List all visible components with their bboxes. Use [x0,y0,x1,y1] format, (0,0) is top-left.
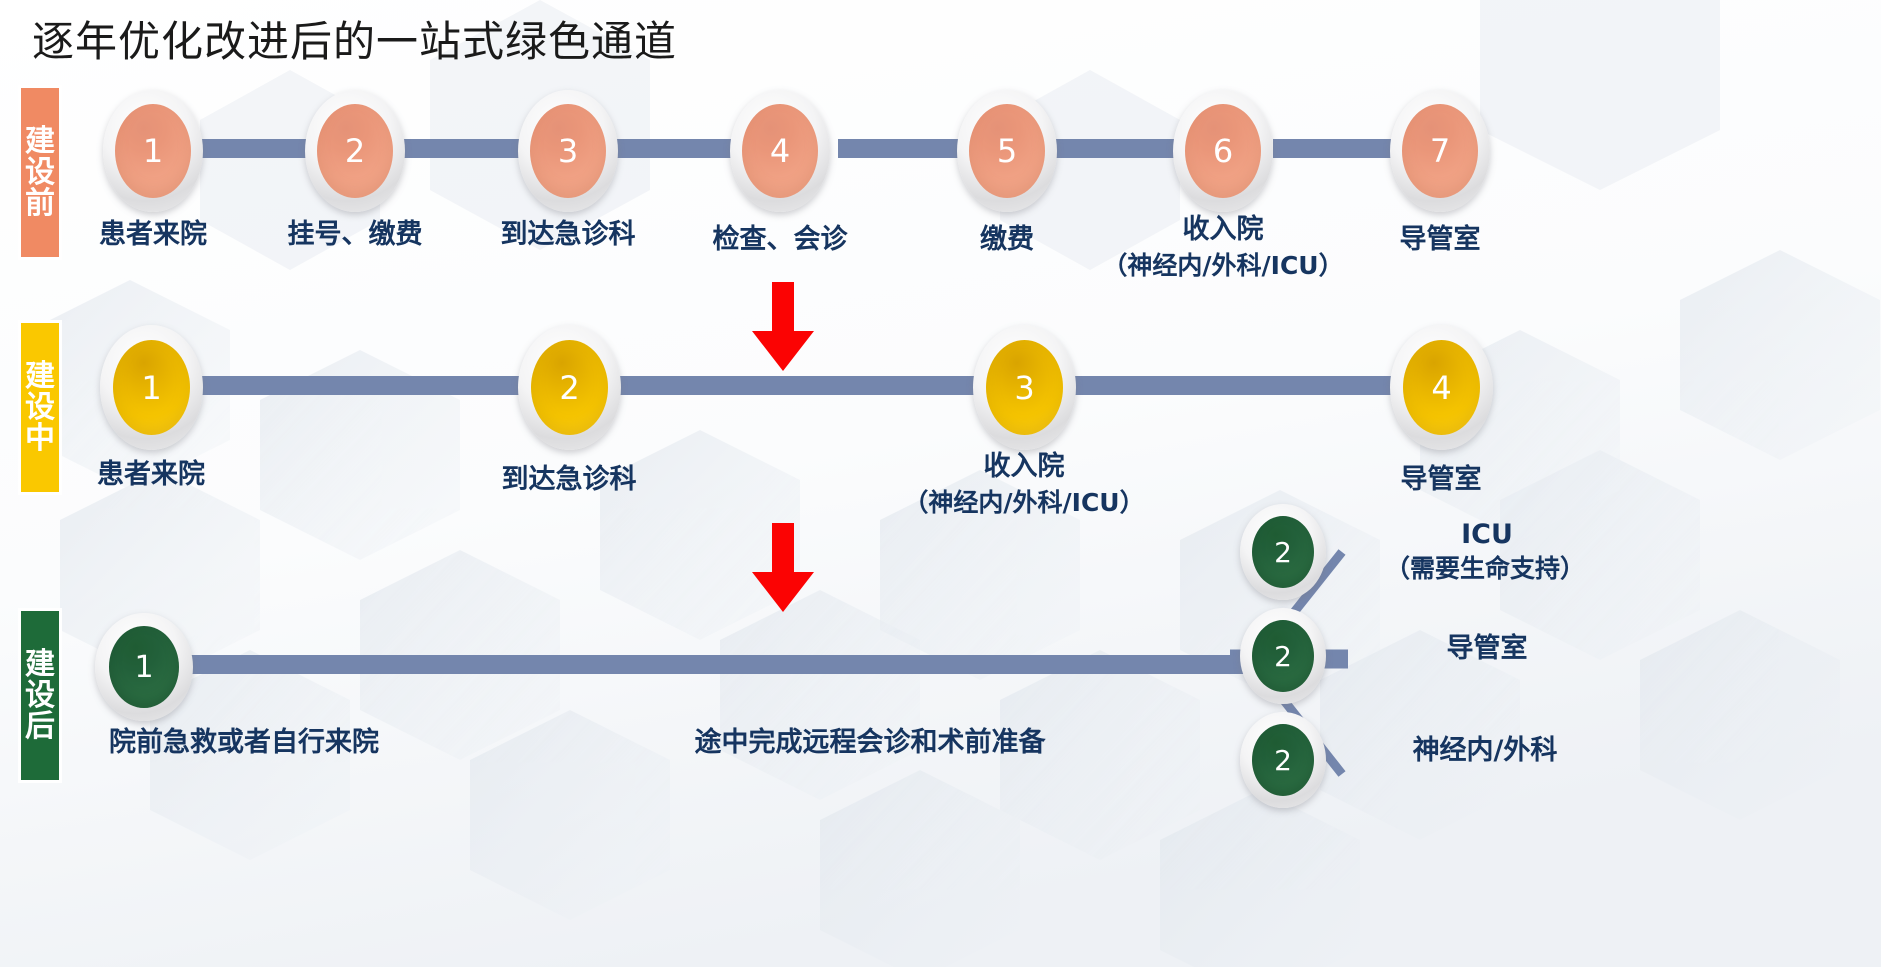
connector-during-1-2 [195,376,525,395]
step-label-during-3: 收入院 [983,451,1065,482]
node-disc: 4 [1403,340,1480,435]
step-node-before-1[interactable]: 1 [103,90,203,212]
step-label-before-6: 收入院 [1182,214,1264,245]
step-label-before-4: 检查、会诊 [712,224,848,255]
step-number-during-2: 2 [559,368,580,407]
transition-arrow-during-to-after [748,523,818,613]
node-disc: 5 [969,104,1045,198]
branch-node-after-cath[interactable]: 2 [1240,608,1326,704]
step-number-before-5: 5 [996,132,1018,170]
node-disc: 2 [1252,620,1314,692]
connector-before-1-2 [200,139,320,158]
step-node-during-1[interactable]: 1 [100,325,203,450]
phase-tab-during-char-0: 建 [25,359,55,393]
step-node-before-3[interactable]: 3 [518,90,618,212]
connector-before-4-5 [838,139,958,158]
step-node-before-2[interactable]: 2 [305,90,405,212]
step-node-during-2[interactable]: 2 [518,325,621,450]
connector-before-5-6 [1055,139,1175,158]
connector-before-6-7 [1273,139,1391,158]
node-disc: 2 [317,104,393,198]
branch-node-after-icu[interactable]: 2 [1240,504,1326,600]
step-node-during-4[interactable]: 4 [1390,325,1493,450]
step-number-before-4: 4 [769,132,791,170]
phase-tab-before-char-1: 设 [25,155,55,189]
step-label-after-1: 院前急救或者自行来院 [109,727,379,758]
connector-before-2-3 [400,139,520,158]
phase-tab-after-char-0: 建 [25,647,55,681]
step-number-after-1: 1 [134,649,154,685]
transition-arrow-before-to-during [748,282,818,372]
branch-number-after-icu: 2 [1274,535,1292,569]
phase-tab-before-char-0: 建 [25,124,55,158]
step-label-before-5: 缴费 [980,224,1034,255]
connector-before-3-4 [613,139,733,158]
branch-number-after-neuro: 2 [1274,743,1292,777]
node-disc: 4 [742,104,818,198]
node-disc: 2 [1252,516,1314,588]
node-disc: 2 [531,340,608,435]
step-node-before-7[interactable]: 7 [1390,90,1490,212]
node-disc: 1 [109,626,179,708]
node-disc: 2 [1252,724,1314,796]
connector-after-trunk [190,655,1252,674]
step-sublabel-during-3: （神经内/外科/ICU） [903,488,1145,517]
node-disc: 1 [113,340,190,435]
branch-label-after-cath: 导管室 [1446,633,1528,664]
step-label-during-1: 患者来院 [97,459,205,490]
step-number-during-3: 3 [1014,368,1035,407]
step-label-before-3: 到达急诊科 [500,219,636,250]
step-node-after-1[interactable]: 1 [95,613,193,721]
node-disc: 3 [530,104,606,198]
step-label-before-2: 挂号、缴费 [287,219,423,250]
step-number-before-1: 1 [142,132,164,170]
branch-number-after-cath: 2 [1274,639,1292,673]
step-number-during-1: 1 [141,368,162,407]
phase-tab-during-char-1: 设 [25,390,55,424]
branch-label-after-neuro: 神经内/外科 [1412,735,1558,766]
step-node-before-4[interactable]: 4 [730,90,830,212]
step-label-during-2: 到达急诊科 [501,464,637,495]
step-node-before-5[interactable]: 5 [957,90,1057,212]
step-node-during-3[interactable]: 3 [973,325,1076,450]
step-node-before-6[interactable]: 6 [1173,90,1273,212]
track-label-after: 途中完成远程会诊和术前准备 [694,727,1046,758]
phase-tab-after-char-2: 后 [25,710,55,744]
branch-node-after-neuro[interactable]: 2 [1240,712,1326,808]
page-title: 逐年优化改进后的一站式绿色通道 [32,17,678,66]
branch-label-after-icu: ICU [1461,519,1513,550]
step-number-before-2: 2 [344,132,366,170]
phase-tab-during[interactable]: 建 设 中 [18,320,62,495]
node-disc: 6 [1185,104,1261,198]
phase-tab-after[interactable]: 建 设 后 [18,608,62,783]
step-label-before-7: 导管室 [1399,224,1481,255]
step-number-during-4: 4 [1431,368,1452,407]
node-disc: 1 [115,104,191,198]
phase-tab-during-char-2: 中 [25,422,55,456]
phase-tab-before[interactable]: 建 设 前 [18,85,62,260]
node-disc: 3 [986,340,1063,435]
step-sublabel-before-6: （神经内/外科/ICU） [1102,251,1344,280]
step-label-before-1: 患者来院 [99,219,207,250]
step-number-before-7: 7 [1429,132,1451,170]
connector-during-3-4 [1070,376,1395,395]
step-number-before-6: 6 [1212,132,1234,170]
step-number-before-3: 3 [557,132,579,170]
step-label-during-4: 导管室 [1400,464,1482,495]
connector-during-2-3 [615,376,980,395]
phase-tab-after-char-1: 设 [25,678,55,712]
phase-tab-before-char-2: 前 [25,187,55,221]
node-disc: 7 [1402,104,1478,198]
branch-sublabel-after-icu: （需要生命支持） [1384,554,1585,583]
